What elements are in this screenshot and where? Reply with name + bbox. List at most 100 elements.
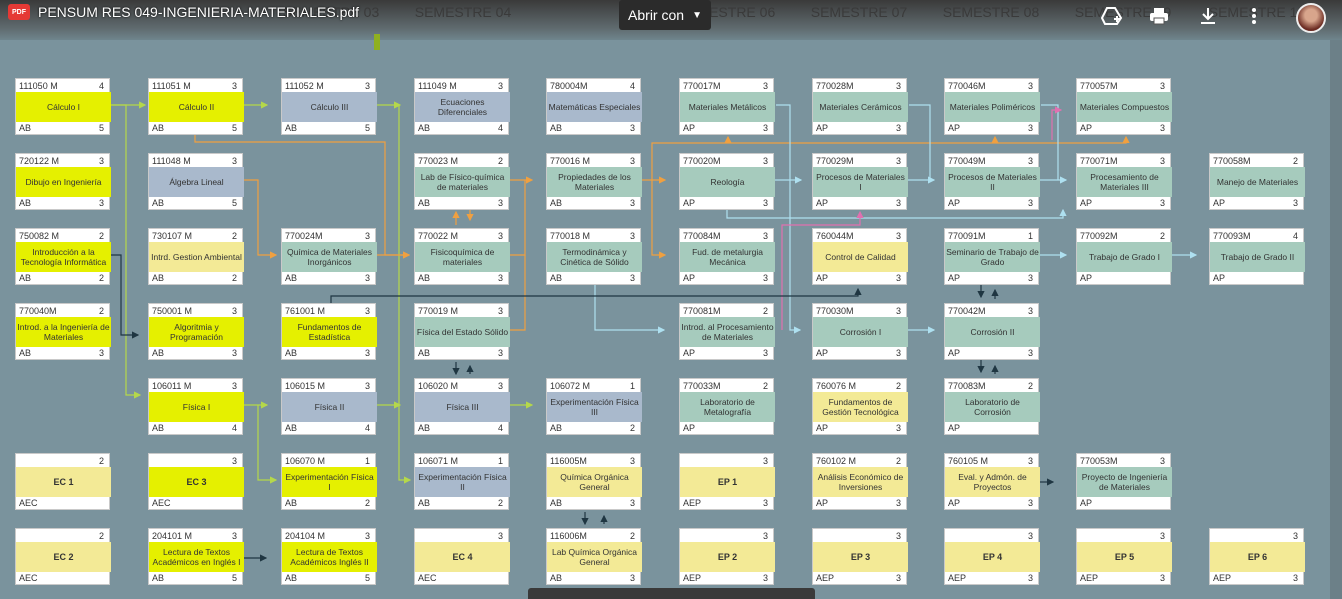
course-code: 770093M: [1213, 231, 1251, 241]
course-credits: 3: [497, 531, 503, 541]
course-credits: 2: [231, 231, 237, 241]
course-credits: 1: [1027, 231, 1033, 241]
course-name: Química Orgánica General: [547, 467, 642, 497]
course-type: AB: [19, 273, 32, 283]
course-name: Procesos de Materiales II: [945, 167, 1040, 197]
course-code: 111049 M: [418, 81, 457, 91]
course-code: 770017M: [683, 81, 721, 91]
course-credits: 4: [98, 81, 104, 91]
course-type: AEC: [418, 573, 437, 583]
course-code: 770020M: [683, 156, 721, 166]
course-credits: 3: [364, 381, 370, 391]
course-code: 770030M: [816, 306, 854, 316]
more-vert-icon[interactable]: [1242, 4, 1266, 28]
course-type: AB: [285, 423, 298, 433]
course-hours: 3: [629, 198, 635, 208]
course-type: AP: [816, 423, 829, 433]
course-credits: 3: [1159, 81, 1165, 91]
course-code: 770028M: [816, 81, 854, 91]
course-name: Lab Química Orgánica General: [547, 542, 642, 572]
course-type: AP: [816, 498, 829, 508]
course-type: AP: [1213, 198, 1226, 208]
course-type: AP: [948, 498, 961, 508]
course-hours: 3: [497, 198, 503, 208]
course-hours: 5: [364, 573, 370, 583]
course-credits: 3: [629, 156, 635, 166]
download-icon[interactable]: [1196, 4, 1220, 28]
course-credits: 3: [1027, 156, 1033, 166]
course-type: AP: [816, 198, 829, 208]
course-hours: 3: [364, 273, 370, 283]
course-hours: 3: [1159, 123, 1165, 133]
course-hours: 5: [231, 573, 237, 583]
chevron-down-icon: ▼: [692, 9, 702, 21]
course-type: AP: [1080, 498, 1093, 508]
course-name: Química de Materiales Inorgánicos: [282, 242, 377, 272]
course-code: 770018 M: [550, 231, 591, 241]
file-title-bar: PDF PENSUM RES 049-INGENIERIA-MATERIALES…: [8, 4, 359, 20]
course-code: 106071 M: [418, 456, 459, 466]
semester-header-10: SEMESTRE 10: [1208, 4, 1306, 20]
course-code: 760102 M: [816, 456, 857, 466]
page-nav-bar[interactable]: [528, 588, 815, 599]
course-credits: 2: [497, 156, 503, 166]
scrollbar[interactable]: [1330, 40, 1342, 599]
semester-header-3: SEMESTRE 03: [282, 4, 380, 20]
course-code: 770083M: [948, 381, 986, 391]
course-credits: 3: [895, 81, 901, 91]
course-hours: 3: [231, 348, 237, 358]
course-code: 770092M: [1080, 231, 1118, 241]
course-type: AB: [285, 573, 298, 583]
course-name: Lectura de Textos Académicos en Inglés I: [149, 542, 244, 572]
course-type: AB: [418, 273, 431, 283]
course-hours: 3: [762, 573, 768, 583]
course-code: 111051 M: [152, 81, 191, 91]
course-code: 761001 M: [285, 306, 326, 316]
course-code: 204104 M: [285, 531, 326, 541]
course-hours: 2: [364, 498, 370, 508]
course-type: AP: [683, 123, 696, 133]
course-credits: 3: [895, 156, 901, 166]
course-code: 770022 M: [418, 231, 459, 241]
avatar[interactable]: [1296, 3, 1326, 33]
course-name: EC 3: [149, 467, 244, 497]
course-code: 770046M: [948, 81, 986, 91]
print-icon[interactable]: [1147, 4, 1171, 28]
course-name: Fud. de metalurgia Mecánica: [680, 242, 775, 272]
course-credits: 3: [895, 306, 901, 316]
course-type: AP: [1213, 273, 1226, 283]
course-code: 770024M: [285, 231, 323, 241]
course-name: EP 3: [813, 542, 908, 572]
course-hours: 3: [895, 273, 901, 283]
course-type: AB: [418, 123, 431, 133]
course-hours: 4: [497, 123, 503, 133]
course-type: AP: [1080, 123, 1093, 133]
open-with-button[interactable]: Abrir con ▼: [619, 0, 711, 30]
add-to-drive-icon[interactable]: [1100, 4, 1124, 28]
course-credits: 3: [231, 456, 237, 466]
course-name: Corrosión I: [813, 317, 908, 347]
course-hours: 3: [762, 498, 768, 508]
course-name: Procesos de Materiales I: [813, 167, 908, 197]
course-credits: 2: [1292, 156, 1298, 166]
course-hours: 3: [762, 123, 768, 133]
